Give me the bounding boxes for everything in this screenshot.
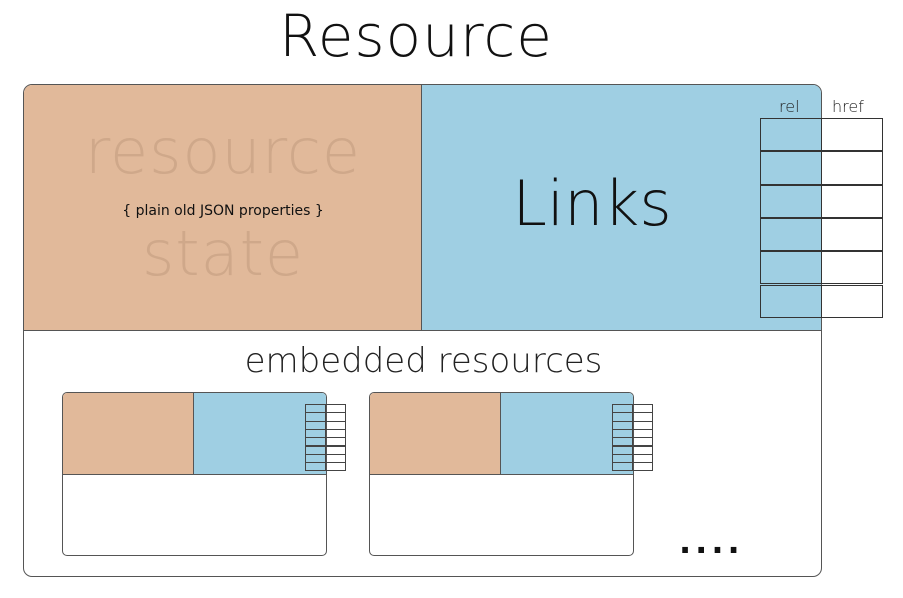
links-table-cell-href — [821, 217, 883, 252]
embedded-resource-1-link-cell — [305, 462, 326, 472]
links-table-cell-rel — [760, 217, 822, 252]
embedded-resource-2-link-cell — [612, 462, 633, 472]
embedded-resource-1-link-cell — [325, 462, 346, 472]
embedded-resource-1-state — [63, 393, 194, 475]
links-table-header-cell-href — [821, 118, 883, 152]
links-table-cell-href — [821, 284, 883, 318]
resource-state-panel — [24, 85, 422, 331]
links-table-cell-rel — [760, 284, 822, 318]
links-table-cell-href — [821, 151, 883, 185]
links-table-header-href: href — [832, 97, 864, 116]
resource-state-word-resource: resource — [84, 115, 362, 188]
links-table-header-rel: rel — [779, 97, 800, 116]
links-table-header-cell-rel — [760, 118, 822, 152]
links-table-cell-rel — [760, 184, 822, 218]
embedded-resource-2-state — [370, 393, 501, 475]
resource-box: resource state { plain old JSON properti… — [23, 84, 822, 577]
links-table-cell-rel — [760, 251, 822, 285]
more-resources-ellipsis: .... — [679, 523, 744, 561]
links-panel — [422, 85, 821, 331]
links-table-cell-rel — [760, 151, 822, 185]
resource-state-word-state: state — [141, 217, 305, 290]
links-table-cell-href — [821, 251, 883, 285]
links-table-cell-href — [821, 184, 883, 218]
links-label: Links — [512, 167, 672, 240]
embedded-resource-2 — [369, 392, 634, 556]
embedded-resource-1-links — [194, 393, 326, 475]
resource-state-subtitle: { plain old JSON properties } — [122, 203, 324, 219]
embedded-resources-label: embedded resources — [244, 341, 603, 381]
embedded-resource-2-links — [501, 393, 633, 475]
diagram-title: Resource — [279, 2, 553, 70]
embedded-resource-2-link-cell — [632, 462, 653, 472]
embedded-resource-1 — [62, 392, 327, 556]
